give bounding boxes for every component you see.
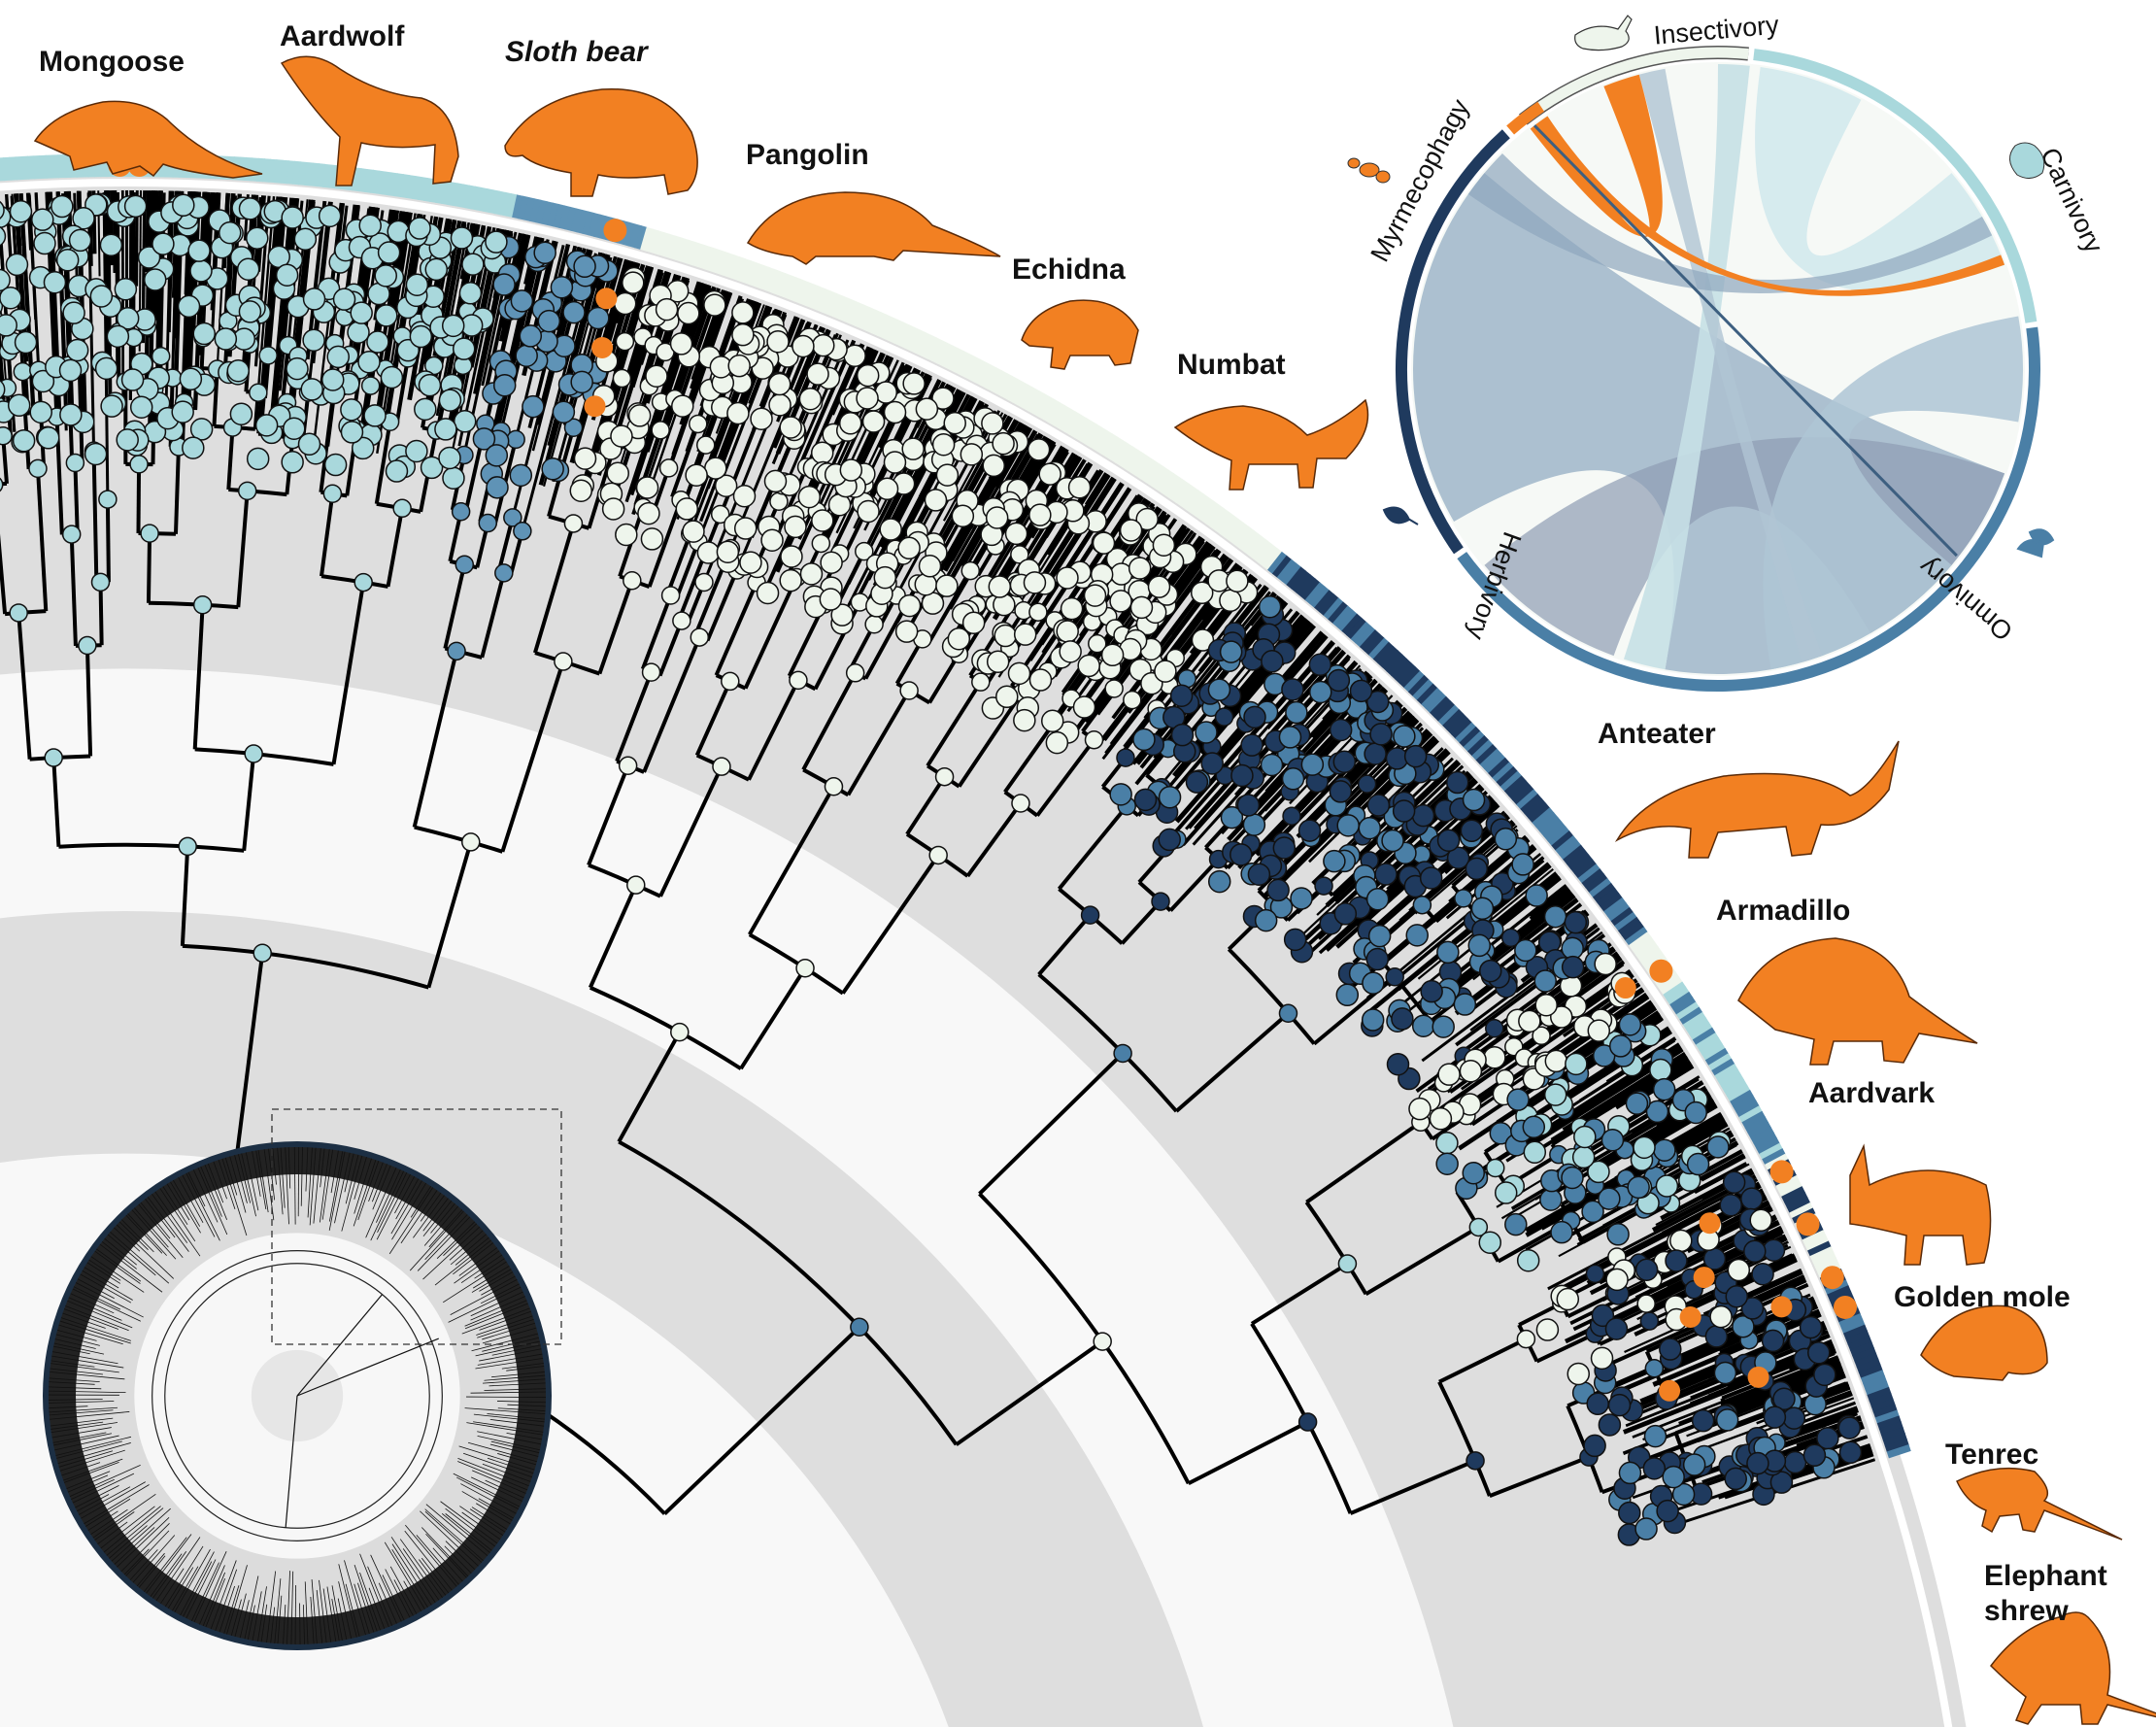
numbat-silhouette-icon (1173, 398, 1369, 491)
label-echidna: Echidna (1012, 254, 1126, 286)
label-tenrec: Tenrec (1945, 1439, 2039, 1471)
label-golden-mole: Golden mole (1894, 1281, 2071, 1313)
sector-omnivory (1457, 326, 2040, 692)
label-sloth-bear: Sloth bear (505, 36, 648, 68)
mongoose-silhouette-icon (33, 100, 263, 179)
tenrec-silhouette-icon (1956, 1467, 2123, 1541)
insect-icon (1574, 15, 1633, 51)
zoom-region-box (271, 1108, 562, 1345)
aardwolf-silhouette-icon (280, 55, 459, 186)
label-aardwolf: Aardwolf (280, 20, 405, 52)
label-mongoose: Mongoose (39, 46, 185, 78)
animal-silhouettes (33, 55, 2156, 1725)
echidna-silhouette-icon (1021, 299, 1139, 370)
pangolin-silhouette-icon (746, 191, 1001, 265)
label-aardvark: Aardvark (1808, 1077, 1936, 1109)
label-armadillo: Armadillo (1716, 895, 1851, 927)
sloth-bear-silhouette-icon (504, 87, 698, 197)
sector-carnivory (1753, 49, 2038, 323)
tip-diet-ring (0, 152, 1952, 1727)
label-elephant-shrew: Elephant shrew (1984, 1560, 2107, 1627)
sector-herbivory (1396, 129, 1510, 555)
sector-myrmecophagy (1506, 101, 1545, 135)
aardvark-silhouette-icon (1849, 1143, 1992, 1266)
meat-icon (2009, 142, 2045, 179)
leaf-icon-herbivory (1382, 506, 1419, 525)
elephant-shrew-silhouette-icon (1990, 1611, 2156, 1725)
leaf-meat-icon-omnivory (2016, 528, 2055, 559)
ant-icon (1347, 157, 1391, 184)
golden-mole-silhouette-icon (1920, 1304, 2048, 1381)
inset-full-tree (43, 1108, 562, 1650)
ancestral-state-nodes (0, 192, 1863, 1546)
label-pangolin: Pangolin (746, 139, 869, 171)
label-anteater: Anteater (1598, 718, 1716, 750)
anteater-silhouette-icon (1614, 740, 1900, 859)
armadillo-silhouette-icon (1737, 937, 1978, 1066)
label-numbat: Numbat (1177, 349, 1286, 381)
